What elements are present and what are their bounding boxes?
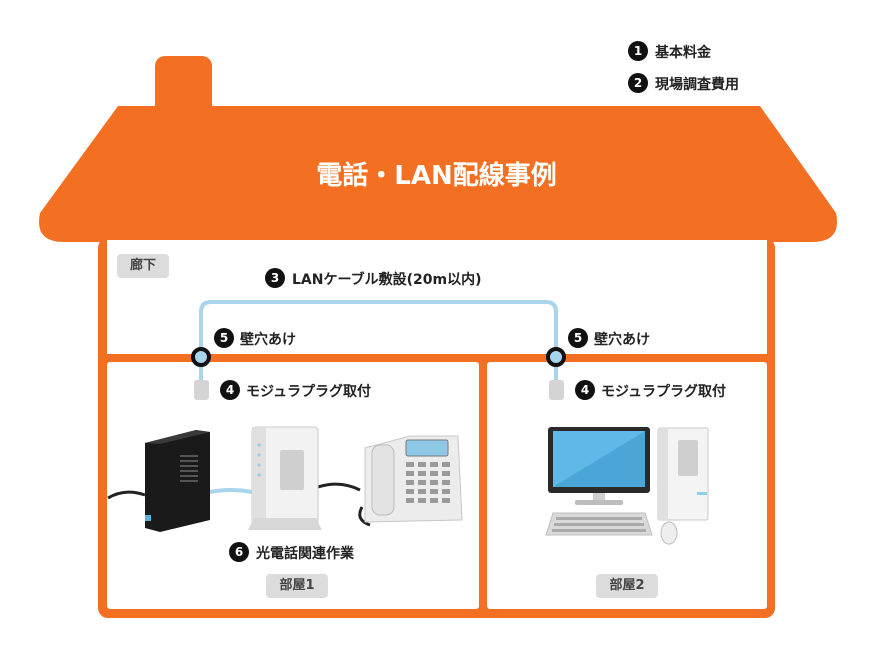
desk-phone (364, 435, 463, 523)
room2-label: 部屋2 (596, 574, 658, 598)
jack-left-number: 4 (220, 380, 240, 400)
jack-right-label: モジュラプラグ取付 (601, 384, 727, 400)
cable-number-icon: 3 (265, 268, 285, 288)
wall-hole-right-label: 壁穴あけ (594, 332, 650, 348)
power-cable-left (107, 490, 146, 500)
router-device (248, 426, 322, 530)
cable-label: LANケーブル敷設(20m以内) (292, 272, 482, 288)
modular-jack-left (194, 380, 209, 400)
jack-left-label: モジュラプラグ取付 (246, 384, 372, 400)
desktop-pc (545, 427, 709, 545)
hallway-label: 廊下 (117, 254, 169, 278)
room1-label: 部屋1 (266, 574, 328, 598)
lan-cable-onu-router (209, 488, 253, 494)
jack-right-number: 4 (575, 380, 595, 400)
hallway-area (107, 240, 767, 354)
wall-hole-right-number: 5 (568, 328, 588, 348)
lan-cable (199, 300, 558, 380)
wall-hole-left (191, 347, 211, 367)
onu-device (145, 430, 210, 532)
phone-work-label: 光電話関連作業 (256, 546, 354, 562)
modular-jack-right (549, 380, 564, 400)
cable-router-phone (317, 482, 371, 527)
legend-label-basic-fee: 基本料金 (655, 45, 711, 61)
wall-hole-left-number: 5 (214, 328, 234, 348)
wall-hole-left-label: 壁穴あけ (240, 332, 296, 348)
phone-work-number: 6 (229, 542, 249, 562)
legend-label-site-survey: 現場調査費用 (655, 77, 739, 93)
wall-hole-right (546, 347, 566, 367)
diagram-title: 電話・LAN配線事例 (316, 161, 557, 191)
legend-number-1: 1 (628, 41, 648, 61)
legend-number-2: 2 (628, 73, 648, 93)
roof (39, 106, 837, 242)
